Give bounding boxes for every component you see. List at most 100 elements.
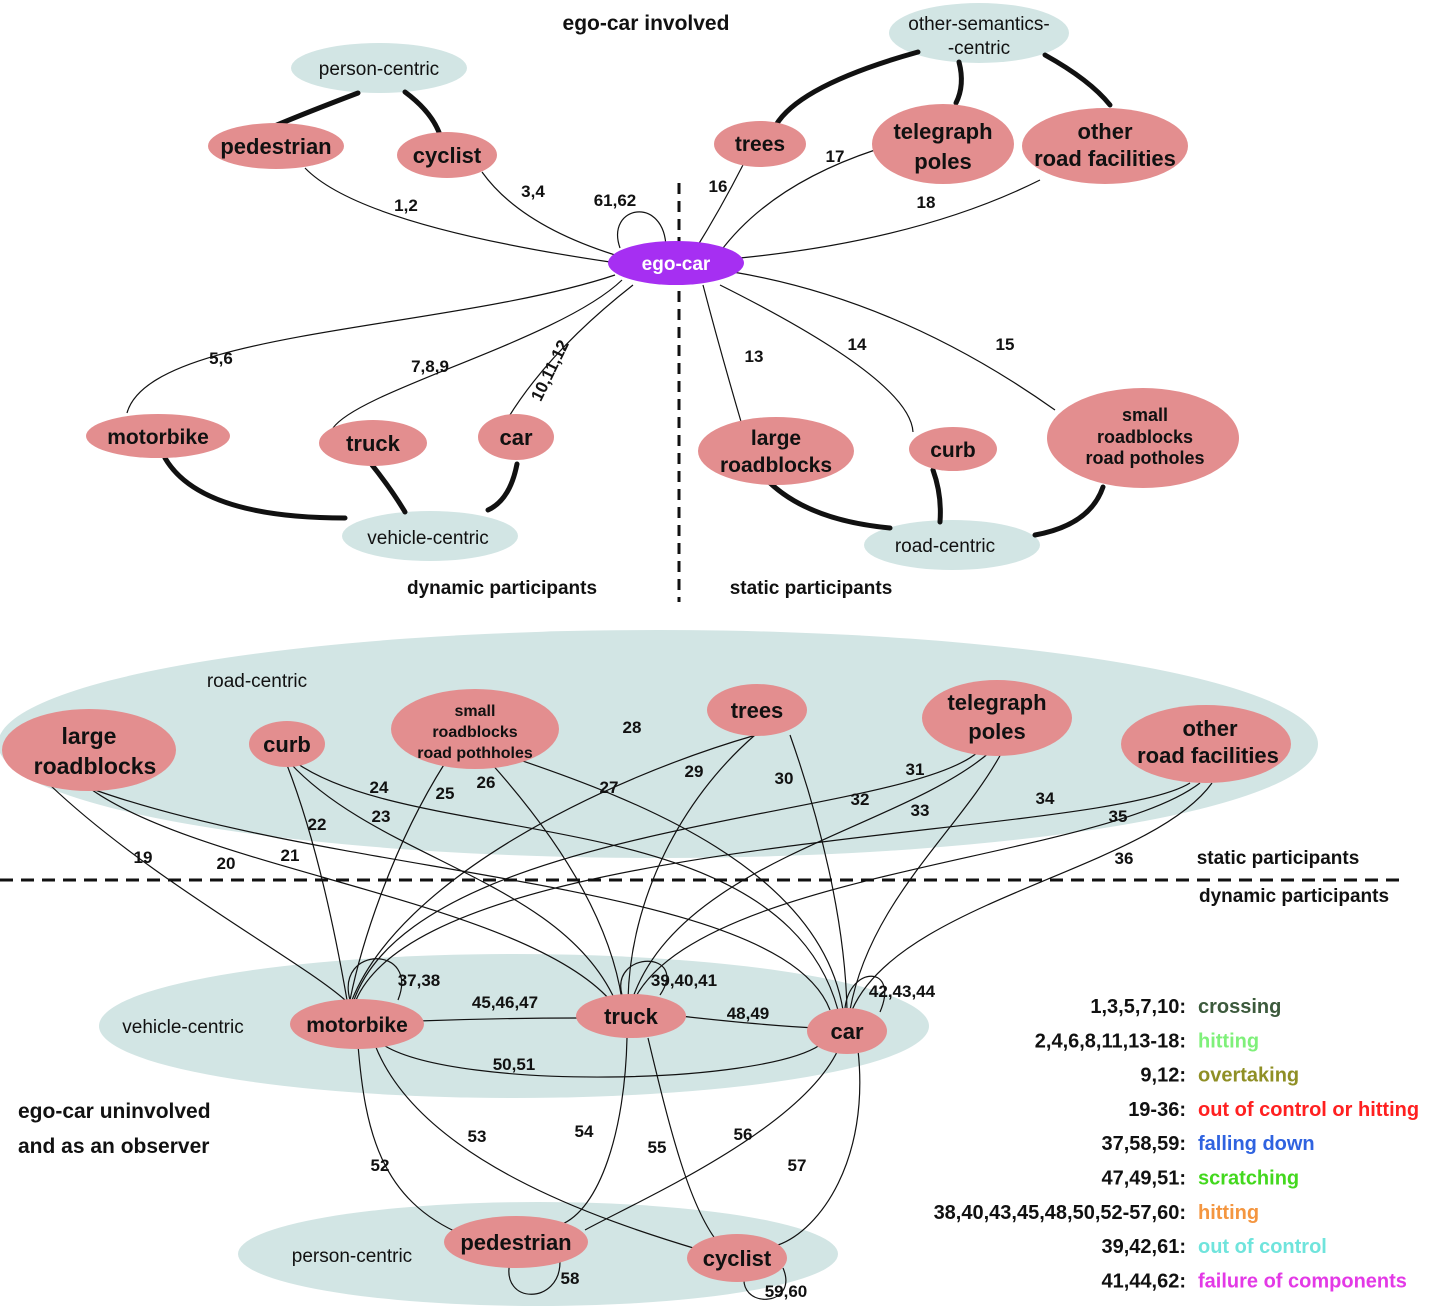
- legend-value: failure of components: [1198, 1270, 1407, 1292]
- edge-label-7-8-9: 7,8,9: [411, 357, 449, 376]
- node-truck-top-label: truck: [346, 431, 401, 456]
- edge-label-33: 33: [911, 801, 930, 820]
- node-telegraph-poles-bottom: [922, 680, 1072, 756]
- edge-label-56: 56: [734, 1125, 753, 1144]
- edge-label-31: 31: [906, 760, 925, 779]
- node-trees-bottom: [707, 684, 807, 736]
- legend-key: 41,44,62:: [1101, 1270, 1186, 1292]
- group-other-semantics-top: [889, 3, 1069, 63]
- edge-label-22: 22: [308, 815, 327, 834]
- node-truck-bottom-label: truck: [604, 1004, 659, 1029]
- node-car-top-label: car: [499, 425, 532, 450]
- edge-label-52: 52: [371, 1156, 390, 1175]
- legend-value: out of control or hitting: [1198, 1099, 1419, 1121]
- node-truck-top: [319, 420, 427, 466]
- legend-key: 19-36:: [1128, 1099, 1186, 1121]
- node-car-bottom-label: car: [830, 1019, 863, 1044]
- node-cyclist-top-label: cyclist: [413, 143, 482, 168]
- node-small-roadblocks-top-label-3: road potholes: [1085, 448, 1204, 468]
- node-telegraph-poles-top-label-1: telegraph: [893, 119, 992, 144]
- section-static-participants-top: static participants: [730, 578, 893, 599]
- group-other-semantics-top-label-1: other-semantics-: [908, 14, 1050, 35]
- legend-key: 2,4,6,8,11,13-18:: [1035, 1030, 1186, 1052]
- node-small-roadblocks-bottom: [391, 689, 559, 769]
- node-motorbike-bottom: [290, 999, 424, 1049]
- node-other-road-facilities-top-label-2: road facilities: [1034, 146, 1176, 171]
- edge-label-53: 53: [468, 1127, 487, 1146]
- node-small-roadblocks-top: [1047, 388, 1239, 488]
- node-trees-bottom-label: trees: [731, 698, 784, 723]
- node-pedestrian-bottom-label: pedestrian: [460, 1230, 571, 1255]
- top-title: ego-car involved: [563, 12, 730, 35]
- bottom-nodes: large roadblocks curb small roadblocks r…: [2, 680, 1291, 1282]
- node-other-road-facilities-bottom: [1121, 705, 1291, 783]
- node-curb-top: [909, 427, 997, 471]
- group-vehicle-centric-top-label: vehicle-centric: [367, 528, 488, 549]
- edge-label-28: 28: [623, 718, 642, 737]
- top-group-labels: person-centric other-semantics- -centric…: [319, 14, 1050, 557]
- legend-key: 37,58,59:: [1101, 1133, 1186, 1155]
- group-person-centric-top-label: person-centric: [319, 59, 439, 80]
- edge-label-39-40-41: 39,40,41: [651, 971, 717, 990]
- observer-note-line-2: and as an observer: [18, 1135, 209, 1158]
- node-cyclist-top: [397, 132, 497, 178]
- edge-label-58: 58: [561, 1269, 580, 1288]
- section-dynamic-participants-top: dynamic participants: [407, 578, 597, 599]
- node-telegraph-poles-bottom-label-2: poles: [968, 719, 1025, 744]
- node-large-roadblocks-top: [698, 417, 854, 485]
- section-dynamic-participants-bottom: dynamic participants: [1199, 886, 1389, 907]
- node-car-top: [478, 414, 554, 460]
- group-vehicle-centric-top: [342, 511, 518, 561]
- legend-key: 38,40,43,45,48,50,52-57,60:: [934, 1202, 1186, 1224]
- edge-label-55: 55: [648, 1138, 667, 1157]
- node-trees-top: [714, 121, 806, 167]
- node-truck-bottom: [576, 994, 686, 1038]
- edge-label-30: 30: [775, 769, 794, 788]
- node-ego-car-label: ego-car: [642, 254, 711, 275]
- edge-label-16: 16: [709, 177, 728, 196]
- node-small-roadblocks-top-label-2: roadblocks: [1097, 427, 1193, 447]
- node-car-bottom: [807, 1008, 887, 1054]
- edge-label-20: 20: [217, 854, 236, 873]
- edge-label-36: 36: [1115, 849, 1134, 868]
- node-small-roadblocks-bottom-label-3: road pothholes: [417, 745, 533, 762]
- node-small-roadblocks-bottom-label-1: small: [455, 703, 496, 720]
- node-other-road-facilities-bottom-label-2: road facilities: [1137, 743, 1279, 768]
- legend-value: out of control: [1198, 1236, 1327, 1258]
- node-motorbike-bottom-label: motorbike: [306, 1014, 408, 1037]
- node-curb-bottom: [249, 721, 325, 767]
- edge-label-14: 14: [848, 335, 867, 354]
- edge-label-29: 29: [685, 762, 704, 781]
- node-large-roadblocks-bottom-label-1: large: [62, 723, 117, 749]
- top-edges: [126, 149, 1056, 433]
- legend-value: crossing: [1198, 996, 1281, 1018]
- node-large-roadblocks-bottom: [2, 709, 176, 791]
- node-other-road-facilities-bottom-label-1: other: [1183, 716, 1238, 741]
- top-nodes: ego-car pedestrian cyclist trees telegra…: [86, 104, 1239, 488]
- node-motorbike-top: [86, 414, 230, 458]
- edge-label-57: 57: [788, 1156, 807, 1175]
- node-curb-bottom-label: curb: [263, 732, 311, 757]
- node-cyclist-bottom: [687, 1234, 787, 1282]
- group-other-semantics-top-label-2: -centric: [948, 38, 1010, 59]
- observer-note-line-1: ego-car uninvolved: [18, 1100, 211, 1123]
- group-vehicle-centric-bottom-label: vehicle-centric: [122, 1017, 243, 1038]
- node-pedestrian-top: [208, 123, 344, 169]
- edge-label-5-6: 5,6: [209, 349, 233, 368]
- edge-label-27: 27: [600, 778, 619, 797]
- edge-label-42-43-44: 42,43,44: [869, 982, 936, 1001]
- edge-label-10-11-12: 10,11,12: [527, 337, 573, 404]
- node-telegraph-poles-top: [872, 104, 1014, 184]
- edge-label-21: 21: [281, 846, 300, 865]
- node-small-roadblocks-top-label-1: small: [1122, 405, 1168, 425]
- edge-label-19: 19: [134, 848, 153, 867]
- group-road-centric-top: [864, 520, 1040, 570]
- node-other-road-facilities-top: [1022, 108, 1188, 184]
- legend-key: 1,3,5,7,10:: [1090, 996, 1186, 1018]
- legend-key: 9,12:: [1140, 1065, 1186, 1087]
- node-telegraph-poles-bottom-label-1: telegraph: [947, 690, 1046, 715]
- node-ego-car: [608, 241, 744, 285]
- top-groups: [291, 3, 1069, 570]
- group-road-centric-top-label: road-centric: [895, 536, 995, 557]
